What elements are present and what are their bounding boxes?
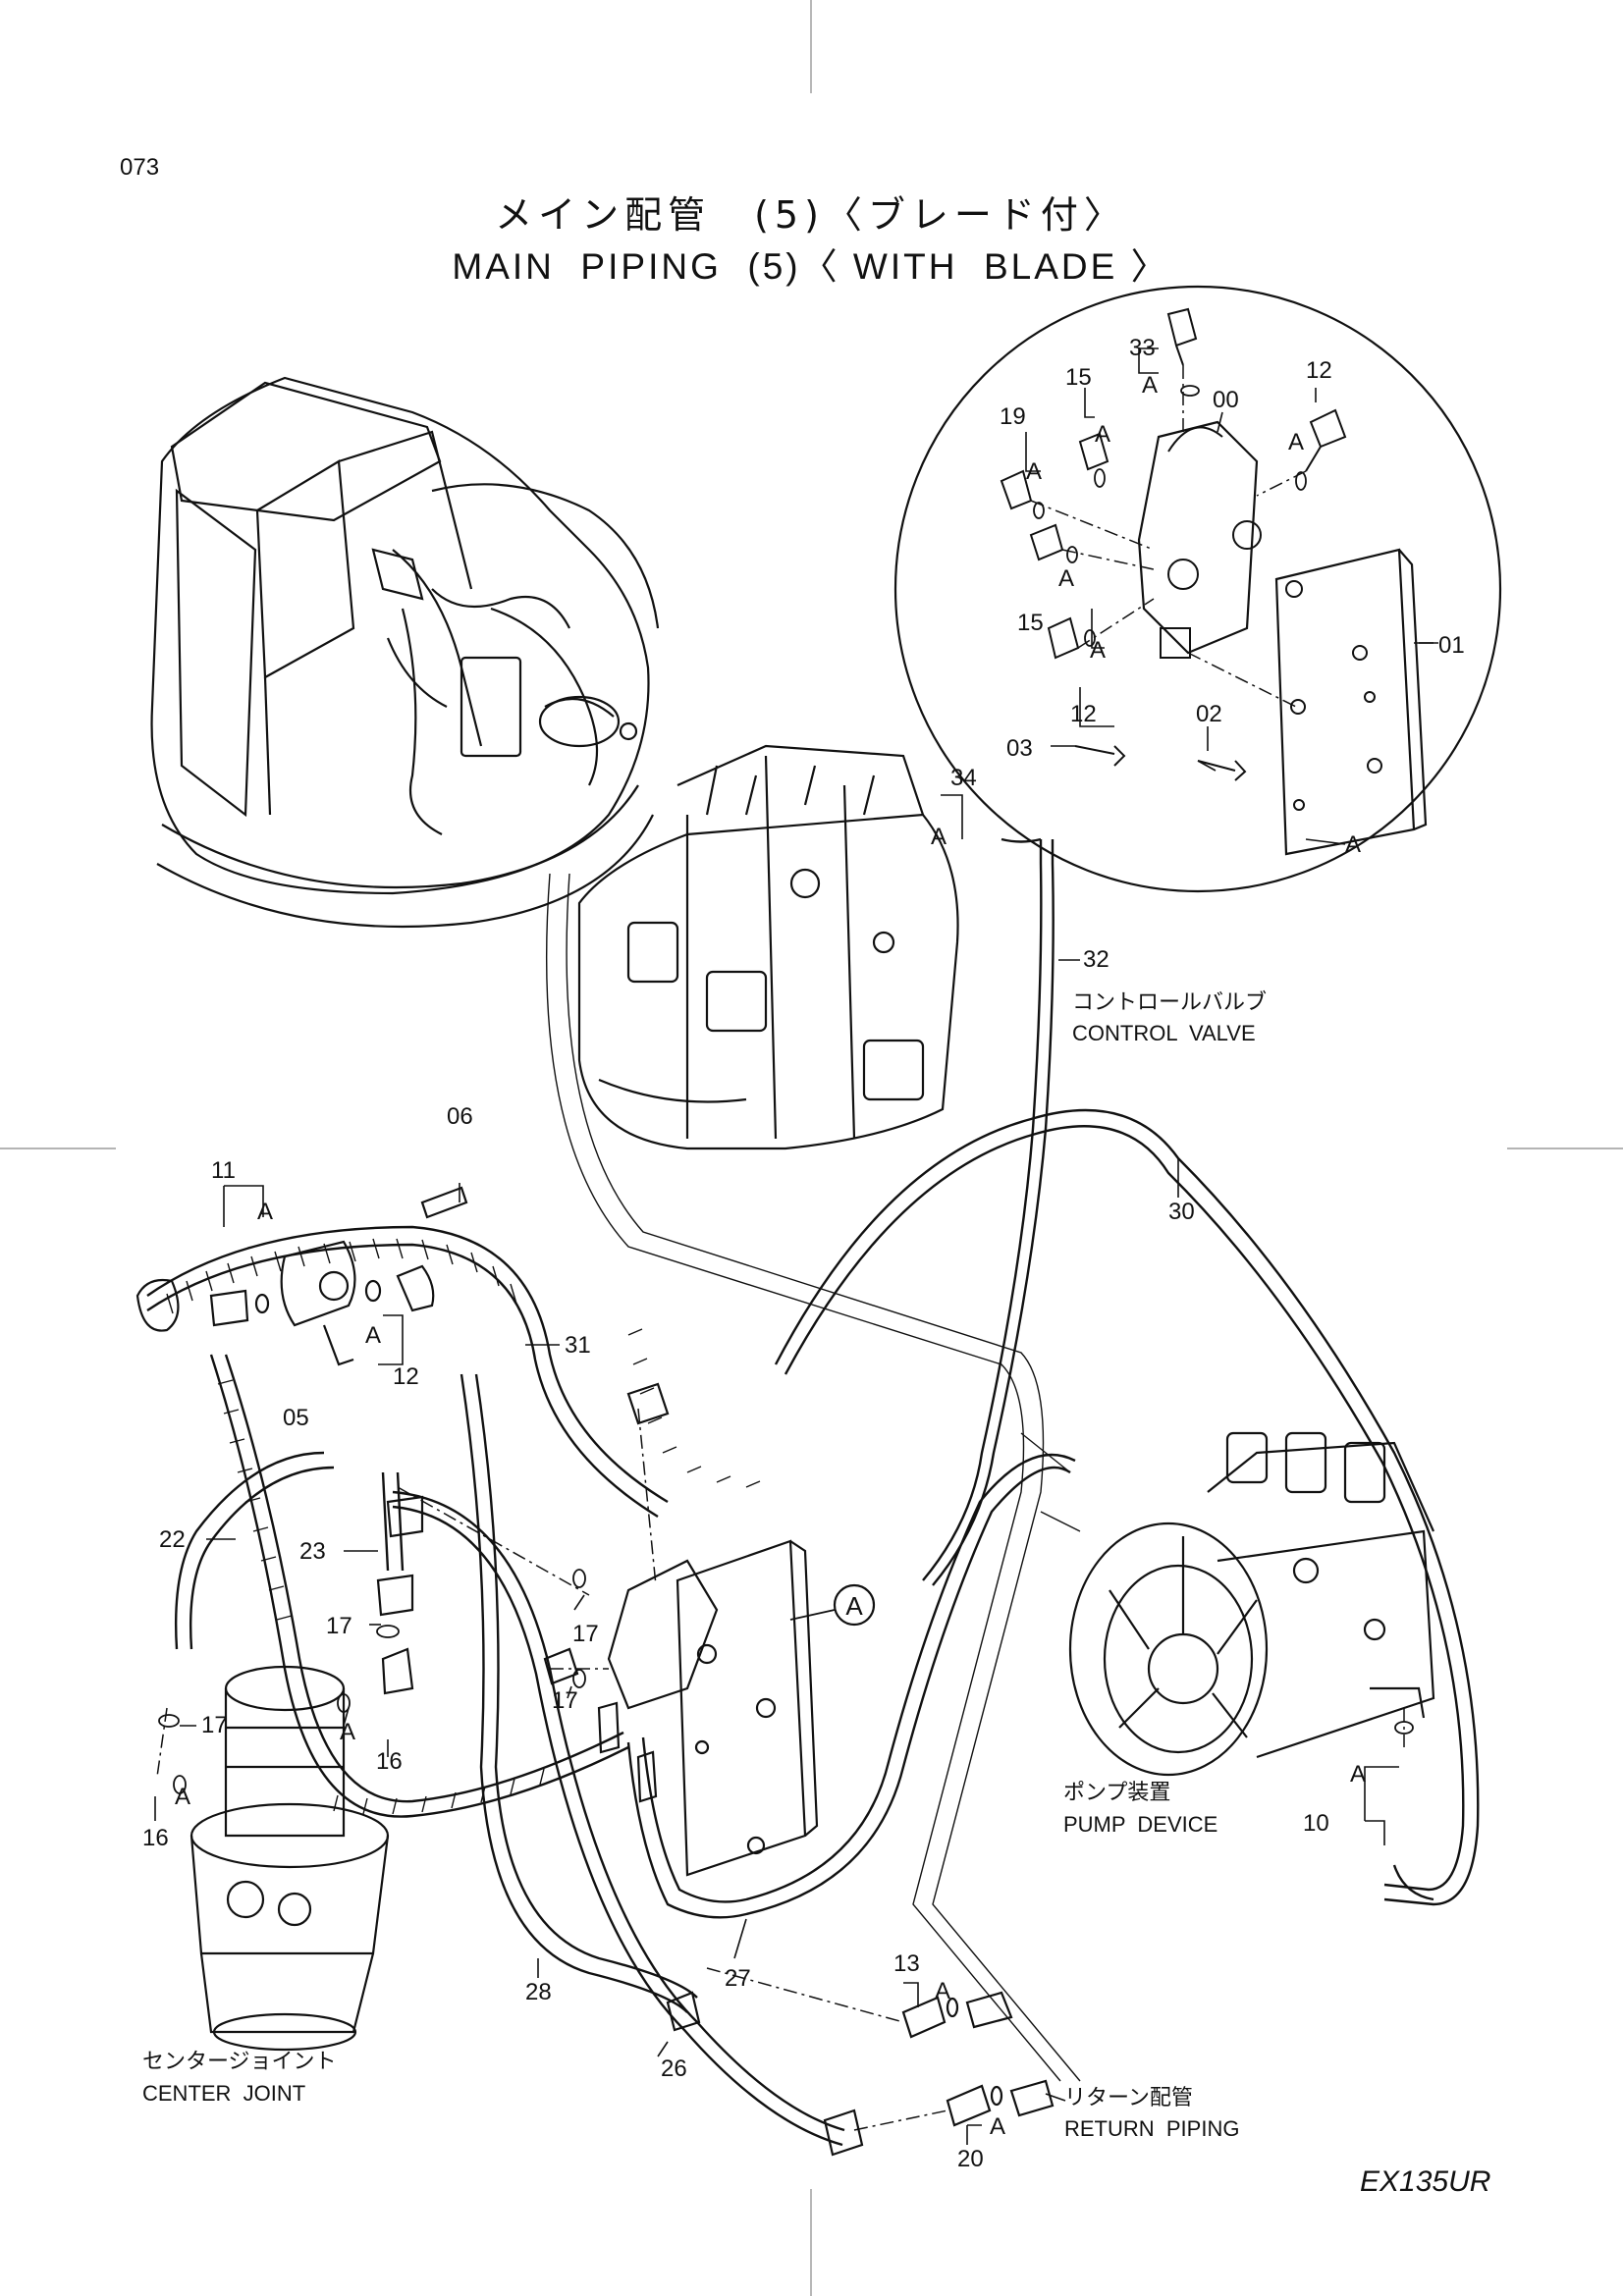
part-number-33: 33 bbox=[1129, 335, 1156, 361]
part-number-16: 16 bbox=[142, 1825, 169, 1851]
pump-device-label-jp: ポンプ装置 bbox=[1063, 1781, 1170, 1805]
excavator-body-illustration bbox=[150, 376, 660, 929]
control-valve-illustration bbox=[577, 744, 959, 1150]
part-number-03: 03 bbox=[1006, 735, 1033, 762]
part-number-34: 34 bbox=[950, 765, 977, 791]
part-number-17: 17 bbox=[201, 1712, 228, 1738]
a-label: A bbox=[1058, 565, 1074, 592]
page-title-english: MAIN PIPING (5)〈 WITH BLADE 〉 bbox=[452, 246, 1169, 287]
a-label: A bbox=[1350, 1761, 1366, 1788]
detail-reference-marker: A bbox=[789, 1583, 876, 1627]
pump-device-illustration bbox=[1068, 1431, 1435, 1777]
a-label: A bbox=[1345, 831, 1361, 858]
part-number-15: 15 bbox=[1017, 610, 1044, 636]
return-piping-label-jp: リターン配管 bbox=[1064, 2086, 1193, 2110]
a-label: A bbox=[1026, 458, 1042, 485]
control-valve-label-en: CONTROL VALVE bbox=[1072, 1021, 1256, 1045]
part-number-00: 00 bbox=[1213, 387, 1239, 413]
spiral-guard-hatching bbox=[166, 1238, 761, 1815]
part-number-13: 13 bbox=[893, 1950, 920, 1977]
center-joint-label-en: CENTER JOINT bbox=[142, 2081, 305, 2106]
part-number-20: 20 bbox=[957, 2146, 984, 2172]
a-label: A bbox=[257, 1199, 273, 1225]
page-title-japanese: メイン配管 (5)〈ブレード付〉 bbox=[495, 193, 1127, 237]
a-label: A bbox=[340, 1719, 355, 1745]
hose-lines bbox=[146, 837, 1480, 2147]
detail-reference-letter: A bbox=[845, 1591, 863, 1621]
page-number: 073 bbox=[120, 154, 159, 181]
detail-view-a bbox=[893, 285, 1502, 893]
part-number-05: 05 bbox=[283, 1405, 309, 1431]
part-number-10: 10 bbox=[1303, 1810, 1329, 1837]
a-label: A bbox=[1142, 372, 1158, 399]
a-label: A bbox=[1095, 421, 1110, 448]
pump-device-label-en: PUMP DEVICE bbox=[1063, 1812, 1217, 1837]
o-ring-markers bbox=[158, 1569, 1414, 1794]
control-valve-label-jp: コントロールバルブ bbox=[1072, 990, 1267, 1015]
part-number-31: 31 bbox=[565, 1332, 591, 1359]
part-number-30: 30 bbox=[1168, 1199, 1195, 1225]
part-number-11: 11 bbox=[211, 1157, 236, 1184]
part-leader-lines bbox=[154, 642, 1434, 2145]
part-number-12: 12 bbox=[393, 1363, 419, 1390]
part-number-12: 12 bbox=[1306, 357, 1332, 384]
model-number: EX135UR bbox=[1360, 2165, 1490, 2198]
part-number-27: 27 bbox=[725, 1965, 751, 1992]
component-labels: コントロールバルブ CONTROL VALVE ポンプ装置 PUMP DEVIC… bbox=[142, 990, 1267, 2141]
bracket-valve-assembly bbox=[543, 1382, 819, 1877]
a-label: A bbox=[1288, 429, 1304, 455]
a-label: A bbox=[990, 2113, 1005, 2140]
part-number-17: 17 bbox=[552, 1687, 578, 1714]
part-number-06: 06 bbox=[447, 1103, 473, 1130]
part-number-32: 32 bbox=[1083, 946, 1109, 973]
part-number-23: 23 bbox=[299, 1538, 326, 1565]
a-label: A bbox=[365, 1322, 381, 1349]
part-number-15: 15 bbox=[1065, 364, 1092, 391]
a-label: A bbox=[931, 824, 947, 850]
assembly-centerlines bbox=[156, 1408, 1405, 2131]
fitting-cluster bbox=[135, 1186, 468, 1695]
part-number-22: 22 bbox=[159, 1526, 186, 1553]
part-number-19: 19 bbox=[1000, 403, 1026, 430]
a-fitting-labels: A A A A A A A A A A A A A A A bbox=[175, 372, 1366, 2140]
frame-outline bbox=[546, 873, 1081, 2082]
center-joint-label-jp: センタージョイント bbox=[142, 2050, 337, 2074]
part-number-01: 01 bbox=[1438, 632, 1465, 659]
part-number-02: 02 bbox=[1196, 701, 1222, 727]
a-label: A bbox=[1090, 637, 1106, 664]
part-number-12: 12 bbox=[1070, 701, 1097, 727]
part-number-17: 17 bbox=[572, 1621, 599, 1647]
part-number-28: 28 bbox=[525, 1979, 552, 2005]
part-number-16: 16 bbox=[376, 1748, 403, 1775]
a-label: A bbox=[175, 1784, 190, 1810]
part-number-26: 26 bbox=[661, 2056, 687, 2082]
part-number-labels: 33 12 15 00 19 15 01 12 02 03 34 32 30 0… bbox=[142, 335, 1465, 2172]
return-piping-label-en: RETURN PIPING bbox=[1064, 2116, 1239, 2141]
part-number-17: 17 bbox=[326, 1613, 352, 1639]
a-label: A bbox=[935, 1978, 950, 2004]
